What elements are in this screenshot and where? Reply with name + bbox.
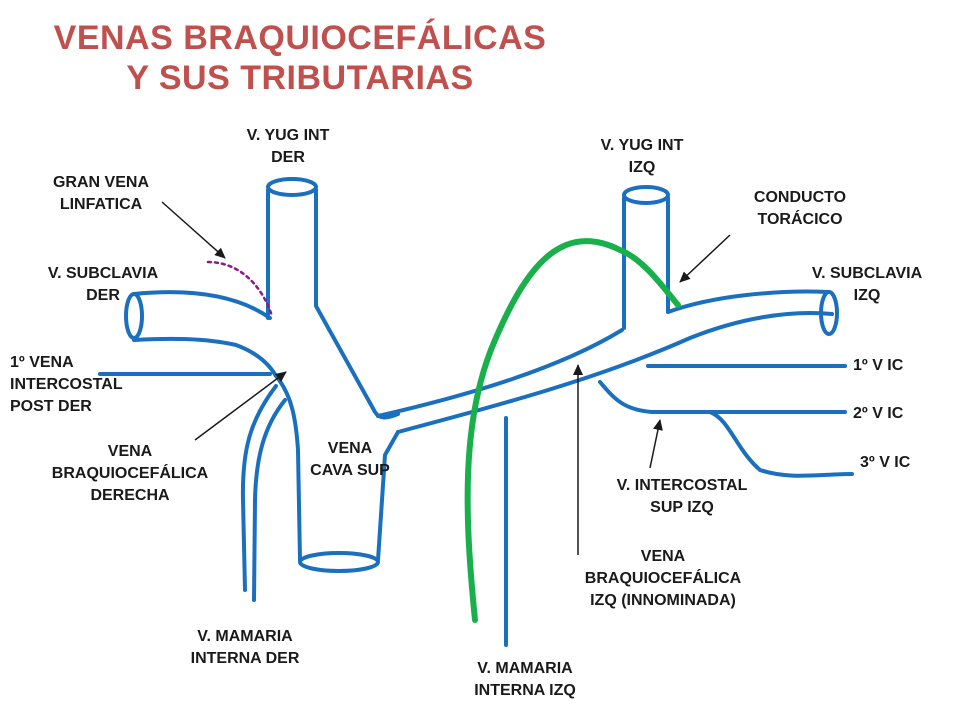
- right-internal-mammary-vein-outer: [240, 384, 278, 592]
- label-vena-braquiocefalica-derecha: VENA BRAQUIOCEFÁLICA DERECHA: [51, 443, 209, 504]
- pointer-braquiocefalica-der: [194, 371, 287, 441]
- thoracic-duct: [464, 238, 681, 623]
- left-internal-jugular-opening: [622, 185, 670, 205]
- pointer-gran-vena-linfatica: [161, 201, 226, 259]
- label-1-vena-intercostal-post-der: 1º VENA INTERCOSTAL POST DER: [10, 354, 123, 415]
- right-subclavian-upper-wall: [132, 290, 272, 320]
- left-subclavian-upper-wall: [666, 289, 830, 314]
- pointer-conducto-toracico: [679, 234, 731, 283]
- label-vena-cava-sup: VENA CAVA SUP: [310, 440, 390, 479]
- label-vena-braquiocefalica-izq: VENA BRAQUIOCEFÁLICA IZQ (INNOMINADA): [584, 548, 742, 609]
- label-conducto-toracico: CONDUCTO TORÁCICO: [753, 189, 847, 228]
- label-v-mamaria-interna-der: V. MAMARIA INTERNA DER: [190, 628, 300, 667]
- left-brachiocephalic-lower-wall: [396, 311, 834, 434]
- svc-opening: [298, 551, 380, 573]
- right-lymphatic-duct: [206, 260, 274, 318]
- label-v-subclavia-der: V. SUBCLAVIA DER: [47, 265, 159, 304]
- label-v-yug-int-izq: V. YUG INT IZQ: [600, 137, 684, 176]
- pointer-intercostal-sup-izq: [649, 419, 663, 469]
- right-subclavian-opening: [124, 292, 144, 340]
- label-v-intercostal-sup-izq: V. INTERCOSTAL SUP IZQ: [616, 477, 748, 516]
- label-v-yug-int-der: V. YUG INT DER: [246, 127, 330, 166]
- label-2-v-ic: 2º V IC: [853, 405, 904, 422]
- right-internal-mammary-vein-inner: [252, 398, 287, 602]
- left-subclavian-opening: [819, 290, 839, 336]
- title-line-1: VENAS BRAQUIOCEFÁLICAS: [53, 19, 547, 57]
- label-1-v-ic: 1º V IC: [853, 357, 904, 374]
- left-superior-intercostal-vein: [598, 380, 854, 478]
- svc-left-wall: [274, 374, 302, 562]
- label-v-subclavia-izq: V. SUBCLAVIA IZQ: [811, 265, 923, 304]
- label-3-v-ic: 3º V IC: [860, 454, 911, 471]
- diagram-title: VENAS BRAQUIOCEFÁLICAS Y SUS TRIBUTARIAS: [20, 18, 580, 98]
- label-v-mamaria-interna-izq: V. MAMARIA INTERNA IZQ: [474, 660, 576, 699]
- label-gran-vena-linfatica: GRAN VENA LINFATICA: [52, 174, 149, 213]
- svc-right-wall: [314, 304, 400, 420]
- right-internal-jugular-opening: [266, 177, 318, 197]
- title-line-2: Y SUS TRIBUTARIAS: [126, 59, 474, 97]
- right-subclavian-lower-wall: [132, 336, 278, 378]
- left-brachiocephalic-upper-wall: [376, 328, 624, 418]
- svc-right-lower-wall: [376, 430, 400, 562]
